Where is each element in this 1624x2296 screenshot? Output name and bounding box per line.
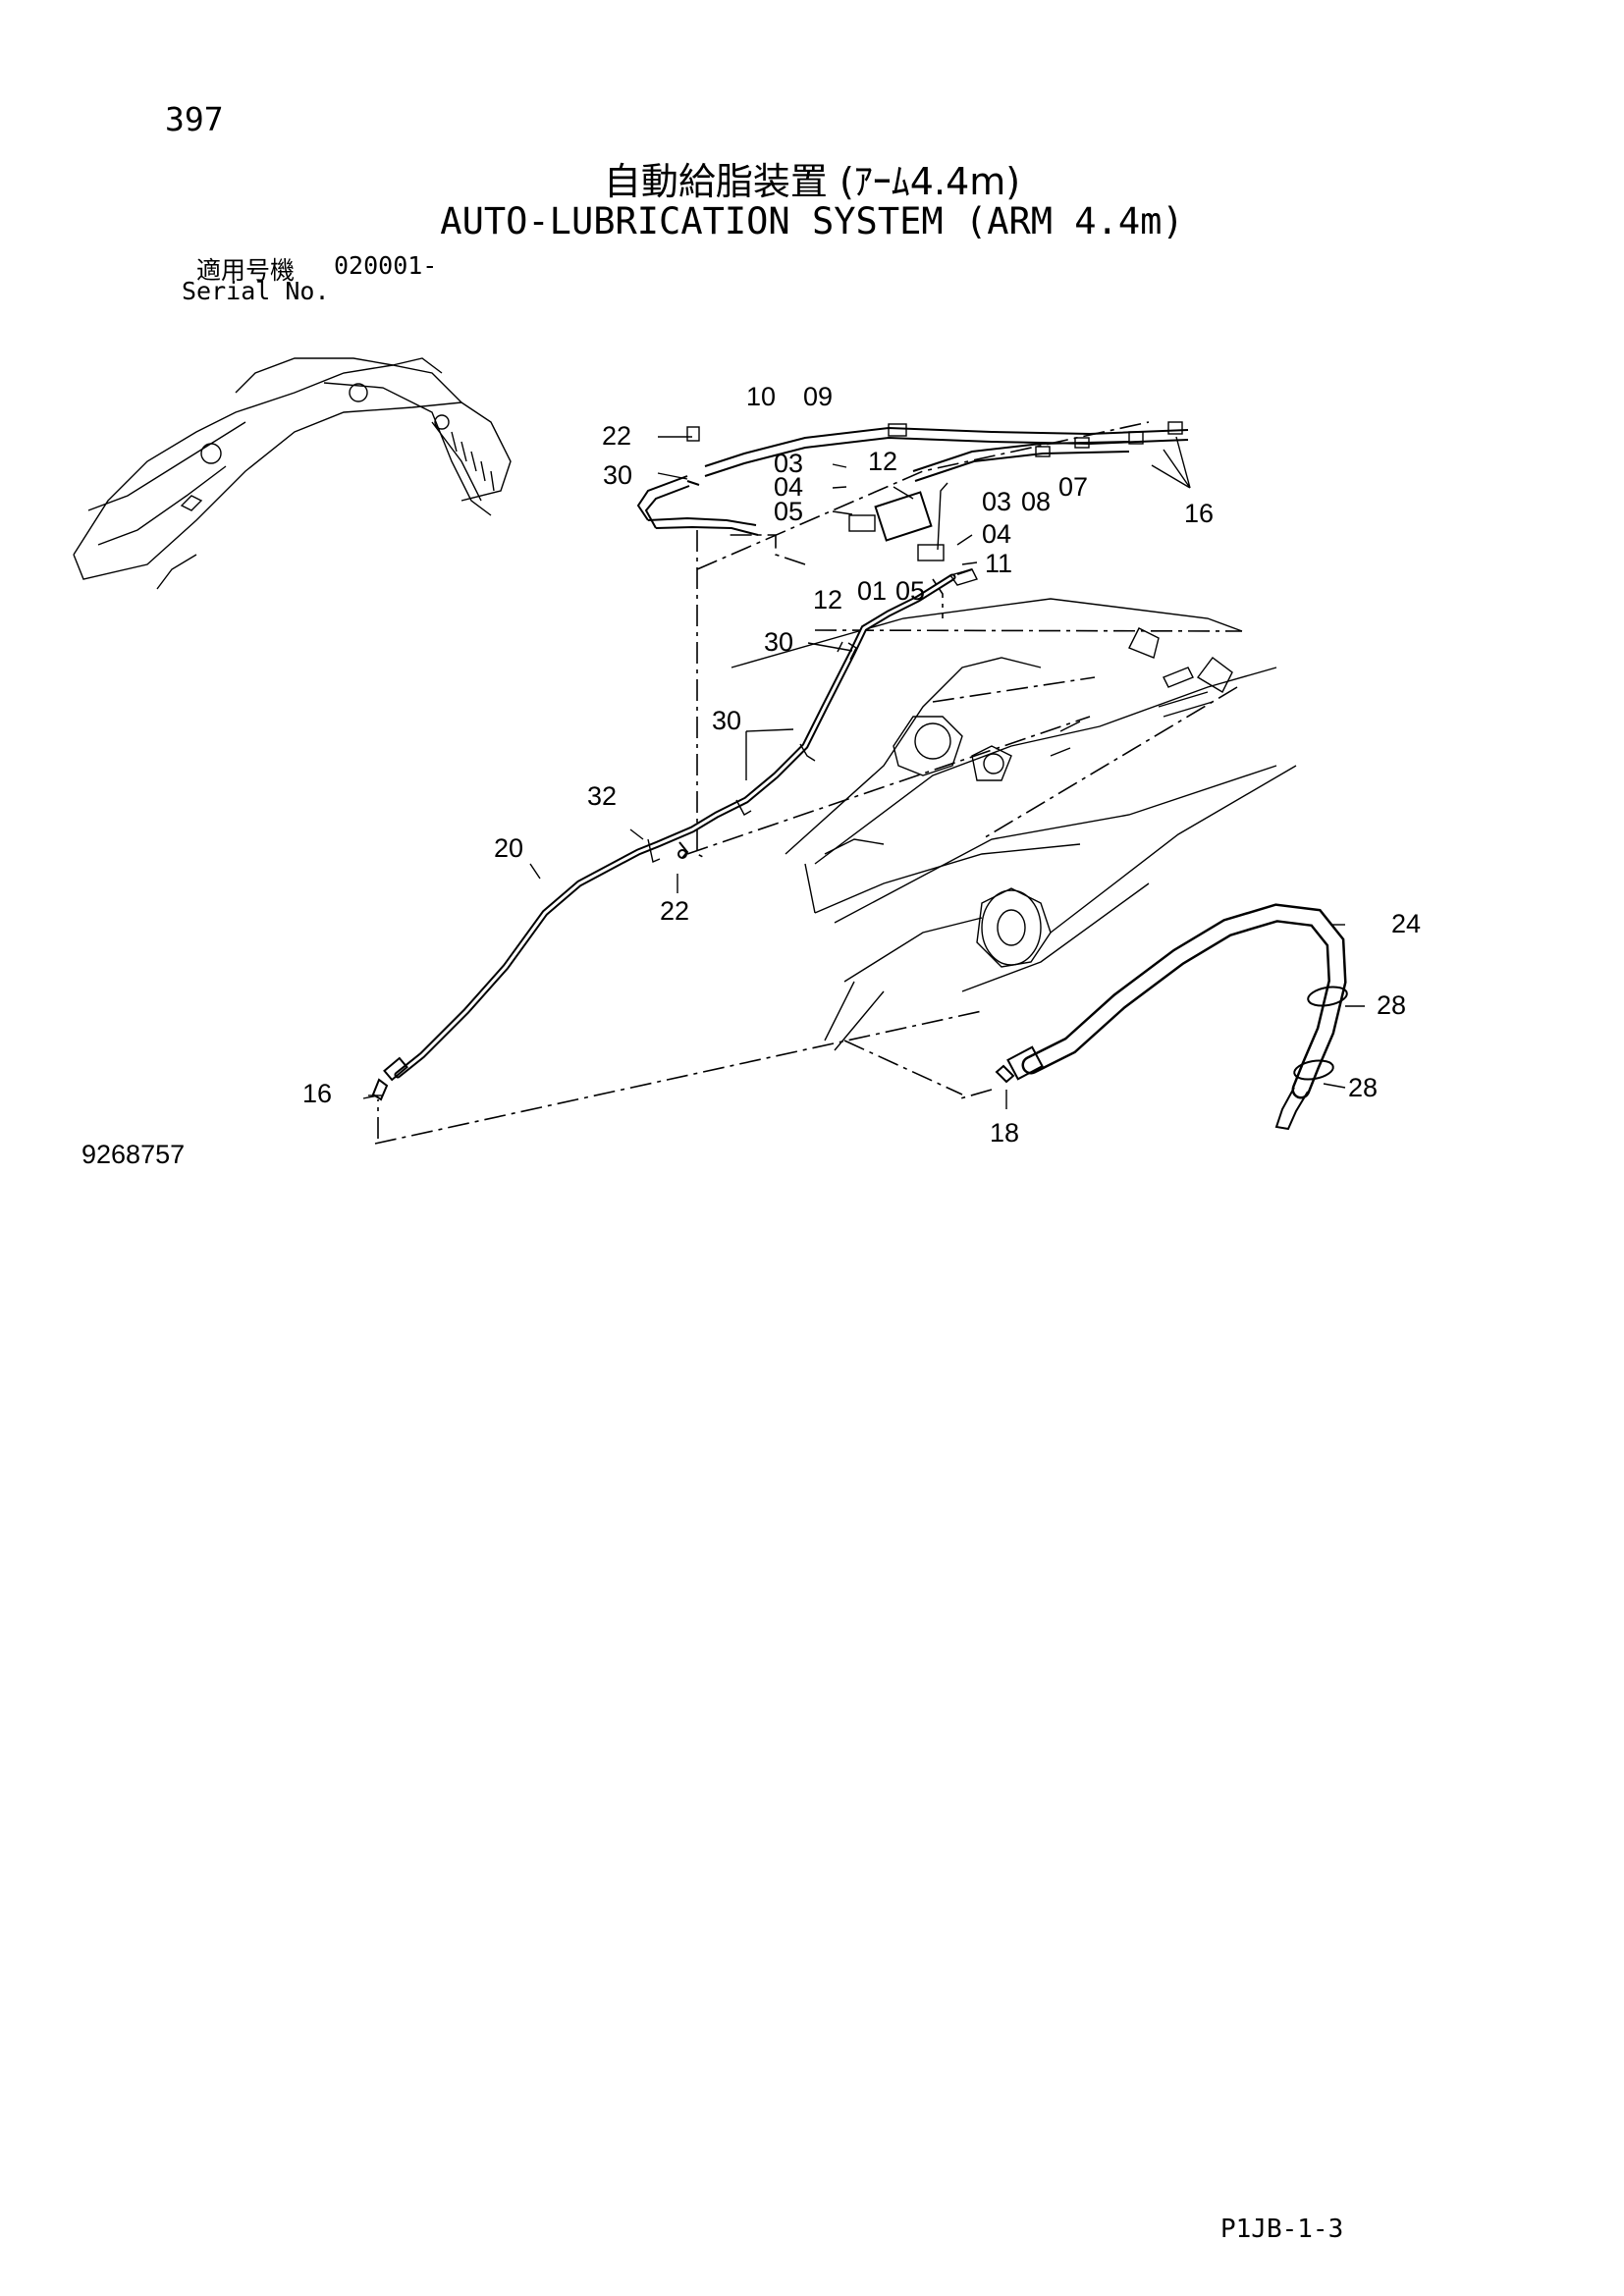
callout-18: 18 [990,1118,1019,1148]
callout-16: 16 [302,1079,332,1108]
arm-structure-drawing [696,421,1297,1095]
page-code: P1JB-1-3 [1220,2215,1344,2244]
callout-30: 30 [712,706,741,735]
callout-22: 22 [660,896,689,926]
serial-number-range: 020001- [334,251,438,280]
callout-labels: 10 09 22 30 03 12 04 05 03 08 07 16 04 1… [302,382,1421,1148]
callout-22: 22 [602,421,631,451]
callout-32: 32 [587,781,617,811]
callout-30: 30 [603,460,632,490]
callout-04: 04 [774,472,803,502]
callout-28: 28 [1348,1073,1378,1102]
callout-09: 09 [803,382,833,411]
callout-01: 01 [857,576,887,606]
figure-number: 9268757 [81,1140,186,1169]
callout-04: 04 [982,519,1011,549]
callout-28: 28 [1377,990,1406,1020]
callout-08: 08 [1021,487,1051,516]
callout-16: 16 [1184,499,1214,528]
title-japanese: 自動給脂装置 (ｱｰﾑ4.4m) [603,160,1021,203]
callout-leader-lines [362,436,1365,1109]
serial-label-english: Serial No. [182,277,330,305]
lubrication-hose-24 [995,903,1348,1131]
page-number: 397 [165,100,224,138]
upper-piping-assembly [636,421,1189,618]
title-english: AUTO-LUBRICATION SYSTEM (ARM 4.4m) [440,200,1184,242]
callout-12: 12 [868,447,897,476]
serial-label-japanese: 適用号機 [196,256,296,285]
callout-10: 10 [746,382,776,411]
callout-11: 11 [985,549,1012,578]
callout-03: 03 [982,487,1011,516]
assembly-guide-lines [374,530,1091,1145]
overview-inset-illustration [73,357,512,590]
callout-07: 07 [1058,472,1088,502]
callout-05: 05 [895,576,925,606]
callout-24: 24 [1391,909,1421,938]
callout-30: 30 [764,627,793,657]
lubrication-hose-20 [371,568,978,1101]
callout-05: 05 [774,497,803,526]
callout-03: 03 [774,449,803,478]
callout-20: 20 [494,833,523,863]
callout-12: 12 [813,585,842,614]
